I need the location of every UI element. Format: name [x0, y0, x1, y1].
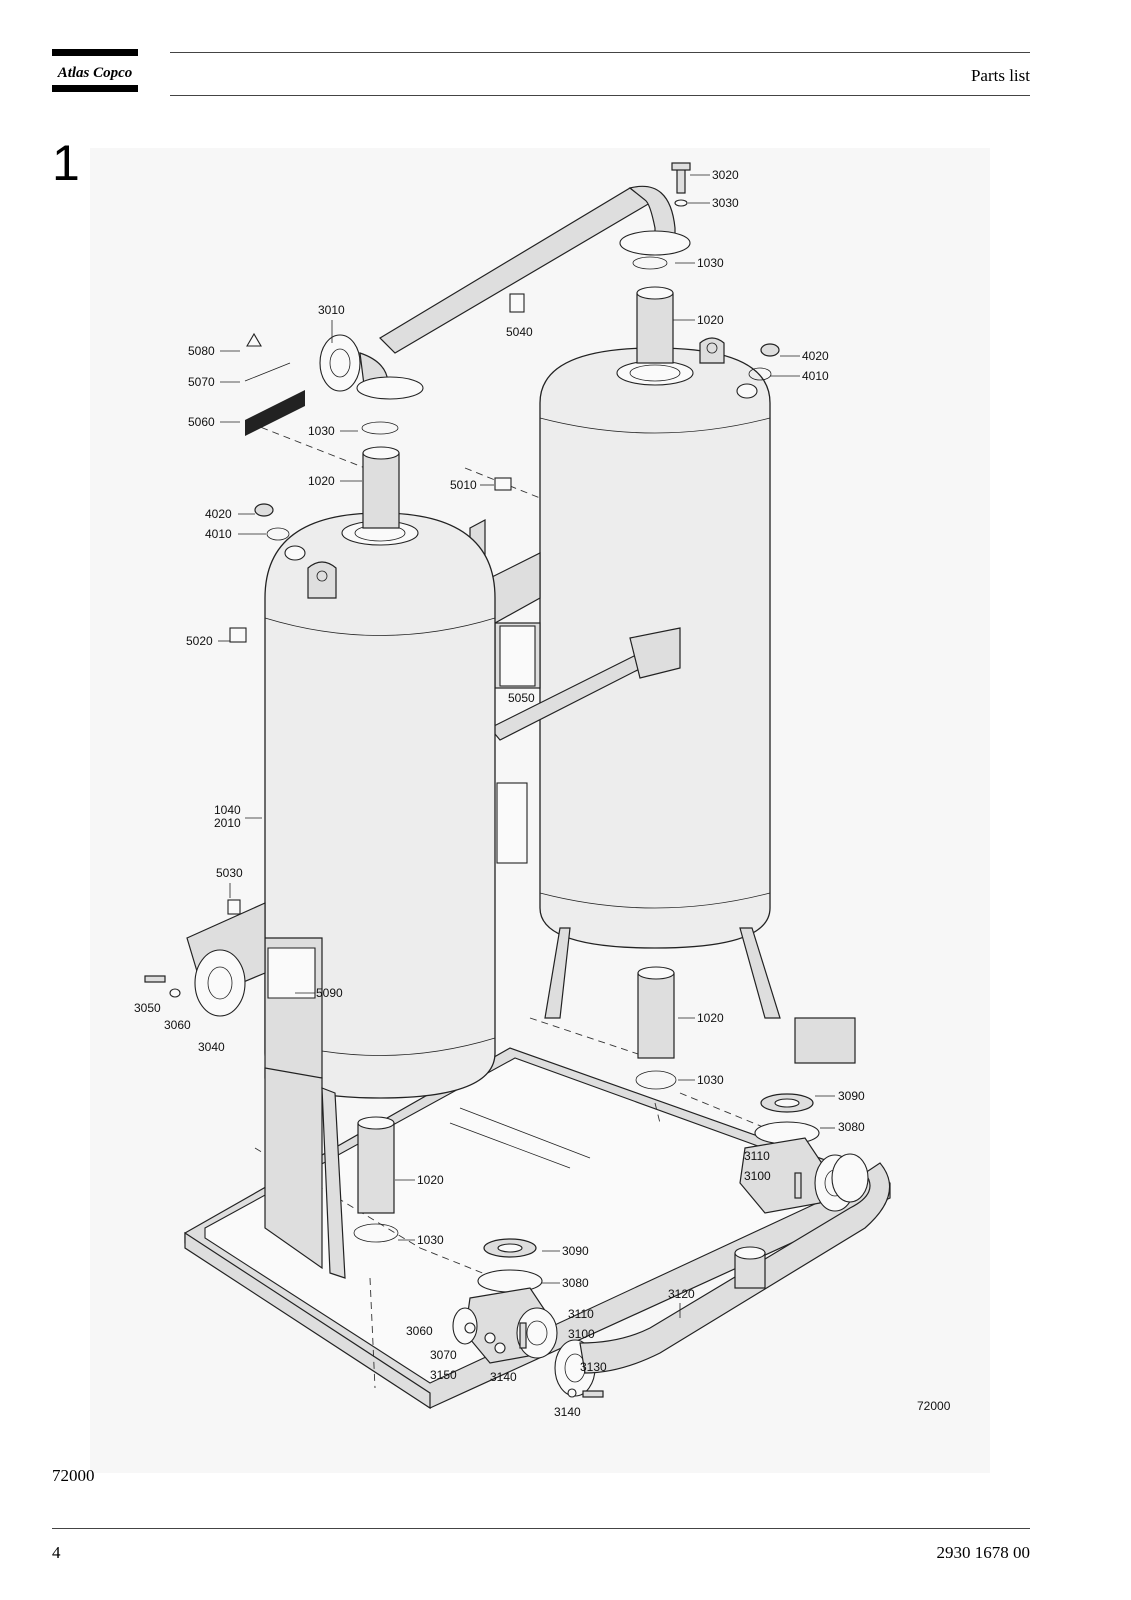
callout-3100: 3100 — [568, 1327, 595, 1341]
callout-1040: 1040 — [214, 803, 241, 817]
callout-3010: 3010 — [318, 303, 345, 317]
callout-2010: 2010 — [214, 816, 241, 830]
callout-3060: 3060 — [164, 1018, 191, 1032]
bottom-left-assembly — [353, 1116, 604, 1398]
callout-1030: 1030 — [417, 1233, 444, 1247]
callout-3090: 3090 — [562, 1244, 589, 1258]
callout-1030: 1030 — [697, 1073, 724, 1087]
callout-3020: 3020 — [712, 168, 739, 182]
callout-3080: 3080 — [562, 1276, 589, 1290]
callout-5050: 5050 — [508, 691, 535, 705]
callout-3150: 3150 — [430, 1368, 457, 1382]
callout-5020: 5020 — [186, 634, 213, 648]
figure-code: 72000 — [52, 1466, 95, 1485]
callout-3050: 3050 — [134, 1001, 161, 1015]
left-vessel — [264, 512, 496, 1279]
decals — [227, 293, 536, 915]
callout-3140: 3140 — [490, 1370, 517, 1384]
callout-3140: 3140 — [554, 1405, 581, 1419]
left-inlet-flange — [144, 902, 266, 1017]
document-number: 2930 1678 00 — [936, 1543, 1031, 1562]
callout-3030: 3030 — [712, 196, 739, 210]
callout-4020: 4020 — [802, 349, 829, 363]
callout-5080: 5080 — [188, 344, 215, 358]
callout-3040: 3040 — [198, 1040, 225, 1054]
callout-1020: 1020 — [697, 313, 724, 327]
top-header-pipe — [319, 185, 691, 529]
callout-3110: 3110 — [744, 1149, 770, 1163]
callout-4020: 4020 — [205, 507, 232, 521]
header-title: Parts list — [970, 66, 1030, 85]
leader-lines — [218, 174, 835, 1318]
callout-5090: 5090 — [316, 986, 343, 1000]
atlas-copco-logo: Atlas Copco — [52, 49, 140, 93]
callout-1030: 1030 — [308, 424, 335, 438]
callout-1020: 1020 — [417, 1173, 444, 1187]
callout-1030: 1030 — [697, 256, 724, 270]
callout-5040: 5040 — [506, 325, 533, 339]
callout-1020: 1020 — [308, 474, 335, 488]
outlet-pipe — [579, 1153, 891, 1374]
callout-3120: 3120 — [668, 1287, 695, 1301]
footer-rule — [52, 1528, 1030, 1529]
callout-1020: 1020 — [697, 1011, 724, 1025]
page-number: 4 — [52, 1543, 61, 1562]
drawing-number: 72000 — [917, 1399, 951, 1413]
svg-text:Atlas Copco: Atlas Copco — [57, 65, 133, 81]
header-top-rule — [170, 52, 1030, 53]
callout-3110: 3110 — [568, 1307, 594, 1321]
callout-5070: 5070 — [188, 375, 215, 389]
callout-3130: 3130 — [580, 1360, 607, 1374]
callout-3080: 3080 — [838, 1120, 865, 1134]
callout-5060: 5060 — [188, 415, 215, 429]
callout-3060: 3060 — [406, 1324, 433, 1338]
callout-4010: 4010 — [802, 369, 829, 383]
small-fittings — [254, 162, 780, 541]
section-number: 1 — [52, 135, 80, 191]
callout-4010: 4010 — [205, 527, 232, 541]
callout-3070: 3070 — [430, 1348, 457, 1362]
callout-5010: 5010 — [450, 478, 477, 492]
exploded-parts-drawing: 3020 3030 1030 1020 4020 4010 3010 5040 5080 5070… — [90, 148, 990, 1473]
callout-3090: 3090 — [838, 1089, 865, 1103]
callout-3100: 3100 — [744, 1169, 771, 1183]
header-bottom-rule — [170, 95, 1030, 96]
callout-5030: 5030 — [216, 866, 243, 880]
callout-labels: 3020 3030 1030 1020 4020 4010 3010 5040 5080 5070… — [134, 168, 865, 1419]
right-vessel — [539, 337, 781, 1019]
